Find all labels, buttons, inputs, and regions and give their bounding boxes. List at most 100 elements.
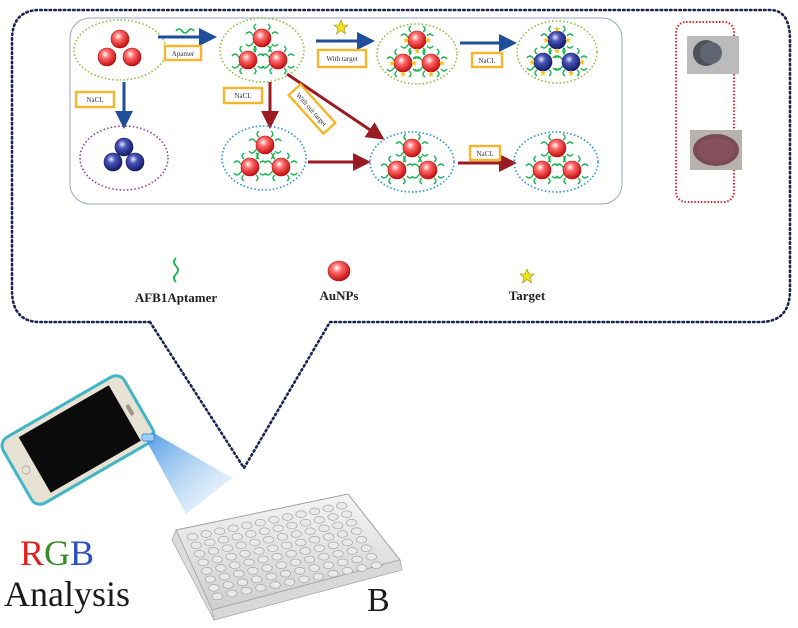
- plate-well: [208, 547, 220, 555]
- plate-well: [350, 527, 362, 535]
- plate-well: [265, 572, 277, 581]
- plate-well: [240, 586, 252, 595]
- plate-well: [285, 550, 297, 558]
- camera-light-beam: [141, 432, 232, 514]
- svg-text:NaCL: NaCL: [478, 57, 495, 65]
- plate-well: [254, 518, 266, 527]
- plate-well: [263, 535, 275, 544]
- plate-well: [241, 521, 253, 530]
- panel-label: B: [367, 582, 390, 619]
- arrow-without-target: [286, 72, 385, 140]
- plate-well: [308, 564, 320, 572]
- plate-well: [304, 555, 316, 564]
- plate-well: [323, 533, 335, 541]
- rgb-r: R: [20, 533, 45, 573]
- plate-well: [267, 544, 279, 552]
- plate-well: [346, 547, 358, 555]
- plate-well: [304, 527, 316, 535]
- svg-text:NaCL: NaCL: [476, 150, 493, 158]
- plate-well: [327, 541, 339, 549]
- plate-well: [313, 544, 325, 552]
- plate-well: [245, 530, 257, 538]
- plate-well: [269, 581, 281, 589]
- plate-well: [226, 589, 238, 598]
- plate-well: [332, 521, 344, 530]
- plate-well: [370, 561, 382, 569]
- aptamer-strand-icon: [173, 257, 179, 283]
- rgb-label: RGB: [20, 535, 94, 571]
- star-icon: [519, 268, 535, 284]
- gold-nanoparticle-icon: [327, 260, 351, 282]
- plate-well: [281, 513, 293, 521]
- rgb-g: G: [44, 533, 71, 573]
- plate-well: [197, 558, 209, 566]
- aptamer-aunp-group: [219, 17, 305, 83]
- svg-text:Apamer: Apamer: [172, 50, 195, 58]
- plate-well: [313, 516, 325, 524]
- aggregated-target-group: [516, 20, 598, 84]
- label-aptamer: Apamer: [163, 44, 203, 62]
- legend: AFB1Aptamer AuNPs Target: [135, 257, 546, 305]
- label-nacl-mid: NaCL: [222, 86, 264, 105]
- plate-well: [341, 510, 353, 518]
- plate-well: [219, 572, 231, 581]
- plate-well: [204, 575, 216, 583]
- plate-well: [355, 535, 367, 544]
- plate-well: [237, 578, 249, 586]
- plate-well: [336, 502, 348, 510]
- plate-well: [253, 547, 265, 555]
- plate-well: [327, 569, 339, 578]
- plate-well: [271, 552, 283, 561]
- label-nacl-bottom-right: NaCL: [468, 144, 502, 162]
- plate-well: [190, 541, 202, 549]
- plate-well: [212, 592, 224, 600]
- legend-label-aptamer: AFB1Aptamer: [135, 290, 218, 305]
- plate-well: [218, 535, 230, 544]
- plate-well: [275, 561, 287, 569]
- microplate-icon: [171, 493, 403, 621]
- plate-well: [318, 552, 330, 561]
- plate-well: [204, 538, 216, 547]
- svg-text:NaCL: NaCL: [86, 96, 103, 104]
- plate-well: [295, 510, 307, 518]
- smartphone-icon: [0, 374, 156, 506]
- plate-well: [268, 516, 280, 524]
- label-nacl-top-right: NaCL: [470, 51, 504, 69]
- plate-well: [235, 541, 247, 549]
- plate-well: [346, 518, 358, 527]
- plate-well: [187, 533, 199, 541]
- plate-well: [258, 527, 270, 535]
- salt-stable-group-3: [513, 131, 599, 193]
- plate-well: [276, 533, 288, 541]
- plate-well: [279, 569, 291, 578]
- label-with-target: With target: [316, 48, 368, 69]
- svg-text:With target: With target: [326, 55, 357, 63]
- plate-well: [351, 555, 363, 564]
- plate-well: [300, 518, 312, 527]
- plate-well: [290, 530, 302, 538]
- plate-well: [309, 507, 321, 515]
- legend-label-target: Target: [509, 288, 546, 303]
- plate-well: [294, 567, 306, 575]
- plate-well: [289, 558, 301, 566]
- plate-well: [286, 521, 298, 530]
- plate-well: [214, 527, 226, 535]
- salt-stable-group-1: [221, 125, 307, 191]
- plate-well: [341, 567, 353, 575]
- plate-well: [365, 552, 377, 561]
- target-bound-group: [376, 23, 458, 85]
- plate-well: [309, 535, 321, 544]
- plate-well: [261, 564, 273, 572]
- plate-well: [322, 504, 334, 513]
- plate-well: [243, 558, 255, 566]
- plate-well: [231, 533, 243, 541]
- plate-well: [272, 524, 284, 532]
- plate-well: [249, 538, 261, 547]
- plate-well: [327, 513, 339, 521]
- well-photo-red: [690, 130, 742, 170]
- well-photos-box: [675, 21, 735, 203]
- plate-well: [337, 530, 349, 538]
- plate-well: [194, 550, 206, 558]
- legend-label-aunps: AuNPs: [319, 288, 358, 303]
